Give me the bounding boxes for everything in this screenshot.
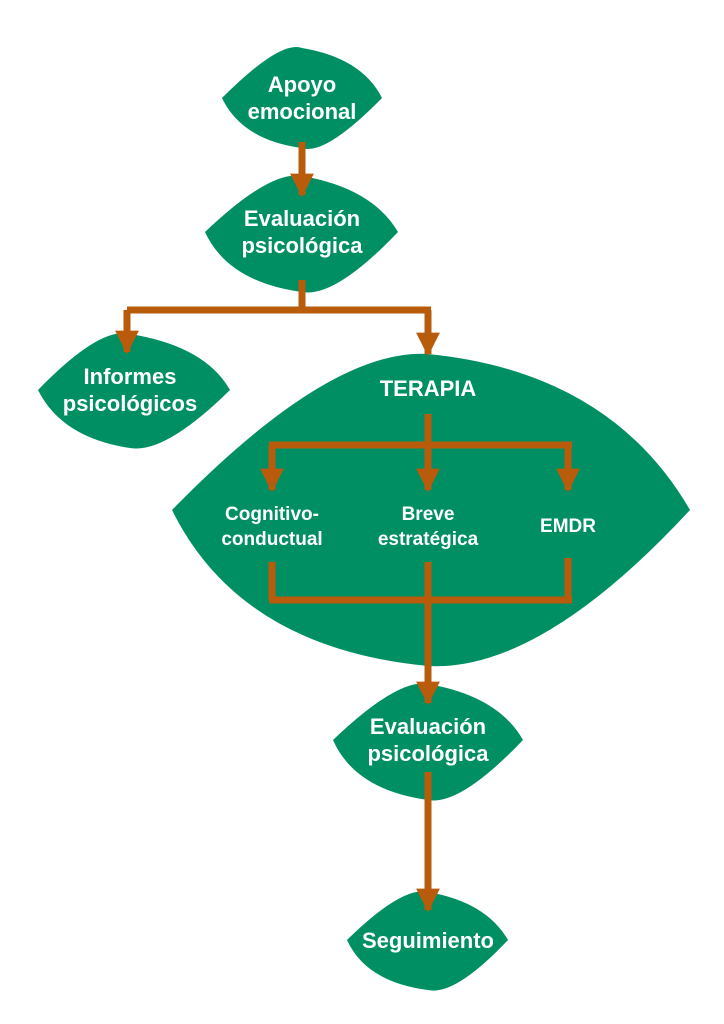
evaluacion-1-label-line2: psicológica [241, 233, 363, 258]
informes-label-line2: psicológicos [63, 391, 197, 416]
connectors [115, 142, 580, 913]
svg-text:TERAPIA: TERAPIA [380, 376, 477, 401]
svg-text:psicológica: psicológica [241, 233, 363, 258]
svg-text:psicológicos: psicológicos [63, 391, 197, 416]
svg-text:Informes: Informes [84, 364, 177, 389]
node-apoyo-emocional: Apoyo emocional [222, 47, 382, 149]
evaluacion-1-label-line1: Evaluación [244, 206, 360, 231]
svg-text:Evaluación: Evaluación [370, 714, 486, 739]
informes-label-line1: Informes [84, 364, 177, 389]
node-seguimiento: Seguimiento [347, 891, 508, 991]
emdr-label: EMDR [540, 516, 596, 537]
svg-text:Breve: Breve [402, 504, 455, 525]
node-seguimiento-shape [347, 891, 508, 991]
apoyo-label-line1: Apoyo [268, 72, 336, 97]
node-evaluacion-psicologica-1: Evaluación psicológica [205, 175, 398, 293]
evaluacion-2-label-line1: Evaluación [370, 714, 486, 739]
breve-label-line2: estratégica [378, 529, 479, 550]
node-terapia-shape [172, 353, 690, 667]
node-evaluacion-psicologica-2: Evaluación psicológica [333, 683, 523, 801]
cognitivo-label-line2: conductual [221, 529, 322, 550]
apoyo-label-line2: emocional [248, 99, 357, 124]
svg-text:emocional: emocional [248, 99, 357, 124]
cognitivo-label-line1: Cognitivo- [225, 504, 319, 525]
node-terapia: TERAPIA Cognitivo- conductual Breve estr… [172, 353, 690, 667]
seguimiento-label: Seguimiento [362, 928, 494, 953]
node-evaluacion-2-shape [333, 683, 523, 801]
svg-text:Cognitivo-: Cognitivo- [225, 504, 319, 525]
svg-text:EMDR: EMDR [540, 516, 596, 537]
node-evaluacion-1-shape [205, 175, 398, 293]
node-apoyo-emocional-shape [222, 47, 382, 149]
svg-text:psicológica: psicológica [367, 741, 489, 766]
svg-text:Seguimiento: Seguimiento [362, 928, 494, 953]
node-informes-psicologicos: Informes psicológicos [38, 333, 230, 449]
svg-text:Apoyo: Apoyo [268, 72, 336, 97]
svg-text:conductual: conductual [221, 529, 322, 550]
breve-label-line1: Breve [402, 504, 455, 525]
terapia-title: TERAPIA [380, 376, 477, 401]
svg-text:Evaluación: Evaluación [244, 206, 360, 231]
evaluacion-2-label-line2: psicológica [367, 741, 489, 766]
svg-text:estratégica: estratégica [378, 529, 479, 550]
node-informes-shape [38, 333, 230, 449]
